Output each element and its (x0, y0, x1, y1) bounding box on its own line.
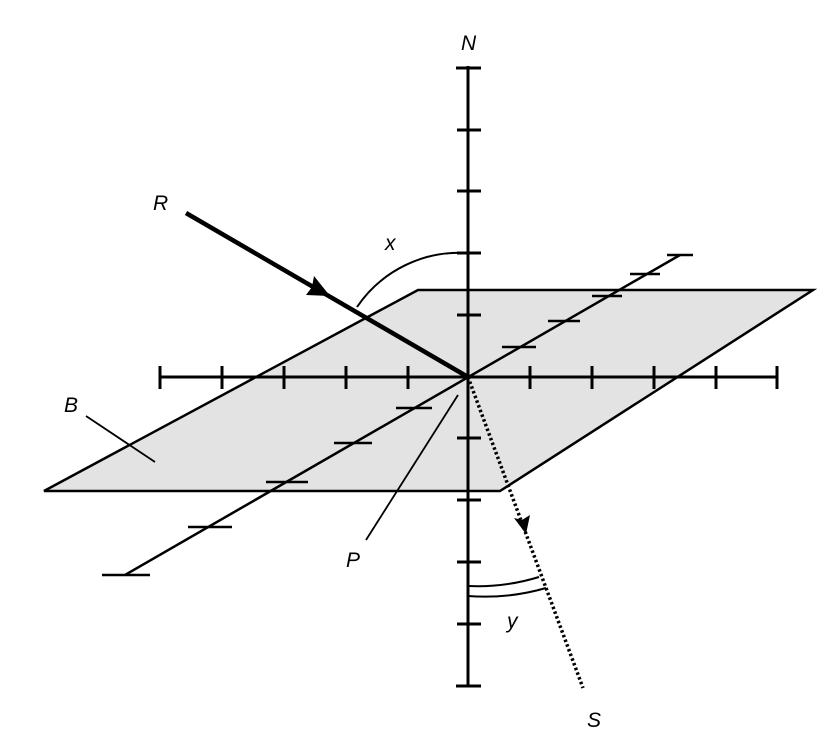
refracted-ray-arrowhead (514, 515, 530, 534)
angle-x-label: x (384, 232, 397, 255)
angle-y-arc (467, 576, 547, 598)
point-leader-line (365, 394, 459, 541)
incident-ray-label: R (153, 192, 168, 215)
angle-y-label: y (505, 610, 519, 633)
normal-label: N (461, 32, 477, 55)
refracted-ray-label: S (587, 709, 601, 732)
boundary-plane (43, 288, 818, 493)
depth-axis (102, 253, 693, 577)
point-label: P (346, 549, 360, 572)
angle-x-arc (356, 251, 469, 308)
boundary-label: B (64, 394, 78, 417)
boundary-leader-line (85, 415, 156, 463)
incident-ray-arrowhead (306, 276, 330, 296)
